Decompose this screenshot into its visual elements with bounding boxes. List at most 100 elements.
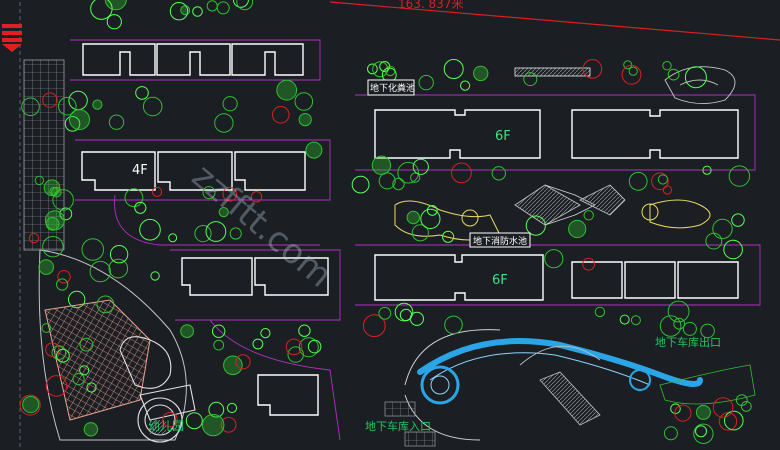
tree-symbol	[700, 323, 715, 339]
tree-symbol	[674, 404, 692, 422]
building-floor-label-4f: 4F	[132, 163, 148, 178]
tree-symbol	[723, 239, 743, 260]
tree-symbol	[83, 422, 99, 437]
tree-symbol	[651, 172, 669, 191]
tree-symbol	[294, 92, 314, 111]
tree-symbol	[740, 401, 752, 412]
tree-symbol	[684, 66, 707, 89]
tree-symbol	[731, 213, 745, 227]
tree-symbol	[662, 60, 672, 71]
tree-symbol	[212, 324, 226, 338]
tree-symbol	[406, 210, 420, 225]
tree-symbol	[235, 354, 251, 370]
tree-symbol	[57, 270, 71, 284]
tree-symbol	[307, 339, 322, 354]
tree-symbol	[628, 66, 638, 76]
tree-symbol	[372, 61, 389, 78]
tree-symbol	[96, 295, 115, 314]
tree-symbol	[411, 224, 429, 242]
tree-symbol	[657, 174, 669, 185]
tree-symbol	[139, 218, 161, 241]
tree-symbol	[206, 0, 218, 12]
tree-symbol	[236, 0, 254, 11]
tree-symbol	[104, 0, 127, 11]
tree-symbol	[202, 413, 225, 437]
tree-symbol	[662, 185, 673, 195]
tree-symbol	[42, 92, 58, 108]
tree-symbol	[194, 225, 212, 243]
tree-symbol	[22, 396, 40, 414]
tree-symbol	[229, 227, 242, 240]
tree-symbol	[124, 188, 144, 208]
tree-symbol	[724, 410, 744, 431]
tree-symbol	[523, 72, 538, 87]
tree-symbol	[673, 317, 686, 330]
fire-pool-label-box	[469, 232, 531, 248]
tree-symbol	[135, 86, 149, 100]
tree-symbol	[142, 96, 163, 117]
tree-symbol	[222, 96, 238, 112]
tree-symbol	[693, 423, 714, 444]
tree-symbol	[150, 271, 160, 281]
tree-symbol	[34, 175, 44, 186]
tree-symbol	[220, 416, 237, 433]
tree-symbol	[218, 207, 229, 218]
tree-symbol	[630, 315, 641, 326]
tree-symbol	[260, 328, 271, 339]
tree-symbol	[134, 201, 147, 214]
tree-symbol	[378, 172, 396, 190]
tree-symbol	[169, 2, 189, 21]
tree-symbol	[222, 187, 238, 202]
tree-symbol	[272, 106, 290, 124]
tree-symbol	[68, 90, 88, 111]
tree-symbol	[108, 114, 125, 130]
dimension-label: 163. 837米	[398, 0, 463, 11]
tree-symbol	[68, 290, 86, 309]
tree-symbol	[214, 113, 234, 133]
tree-symbol	[444, 315, 463, 335]
tree-symbol	[168, 233, 178, 243]
tree-symbol	[594, 306, 606, 318]
tree-symbol	[79, 365, 90, 376]
tree-symbol	[79, 337, 94, 352]
kindergarten-zone	[38, 249, 196, 443]
fire-pool-label: 地下消防水池	[473, 235, 527, 247]
tree-symbol	[623, 60, 633, 70]
tree-symbols	[19, 0, 752, 444]
residential-buildings	[81, 43, 739, 416]
tree-symbol	[38, 259, 55, 275]
tree-symbol	[298, 113, 312, 127]
tree-symbol	[56, 278, 69, 291]
tree-symbol	[695, 404, 711, 420]
site-boundary-line	[329, 1, 780, 41]
tree-symbol	[695, 425, 707, 438]
tree-symbol	[735, 394, 748, 407]
tree-symbol	[44, 210, 65, 231]
tree-symbol	[21, 97, 40, 117]
tree-symbol	[397, 161, 420, 184]
tree-symbol	[544, 249, 564, 269]
tree-symbol	[72, 373, 85, 386]
tree-symbol	[367, 63, 378, 75]
tree-symbol	[712, 397, 734, 418]
tree-symbol	[659, 315, 682, 337]
tree-symbol	[92, 99, 103, 110]
tree-symbol	[525, 215, 546, 236]
tree-symbol	[276, 79, 298, 101]
tree-symbol	[56, 348, 70, 363]
tree-symbol	[420, 208, 441, 229]
tree-symbol	[162, 411, 178, 428]
tree-symbol	[19, 394, 41, 416]
tree-symbol	[106, 14, 122, 30]
garage-entrance-label: 地下车库入口	[365, 419, 431, 433]
tree-symbol	[250, 191, 263, 203]
tree-symbol	[69, 109, 90, 131]
tree-symbol	[667, 300, 690, 323]
tree-symbol	[619, 314, 630, 325]
tree-symbol	[192, 6, 203, 17]
tree-symbol	[582, 59, 603, 79]
tree-symbol	[667, 68, 680, 81]
tree-symbol	[705, 232, 723, 250]
central-garden	[394, 184, 711, 241]
